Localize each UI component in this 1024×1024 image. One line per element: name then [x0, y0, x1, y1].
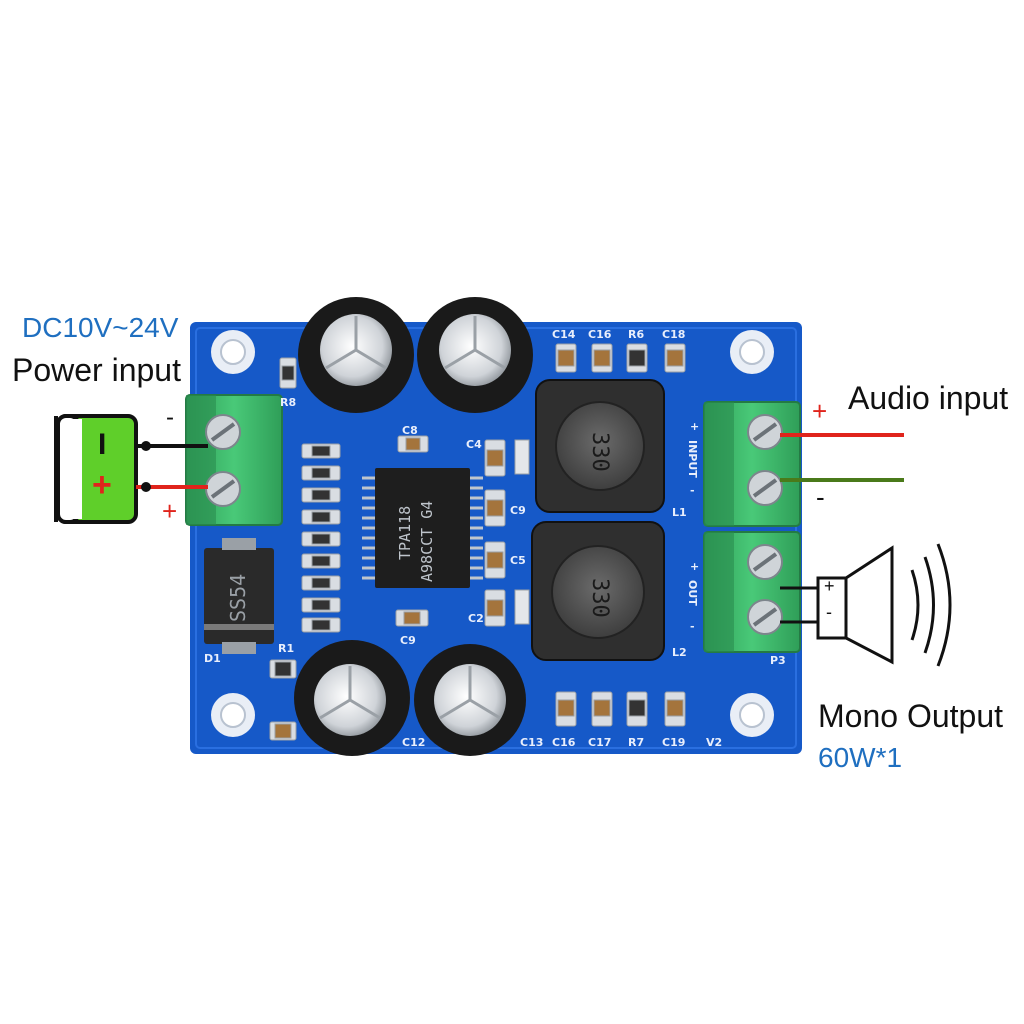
power-voltage-label: DC10V~24V	[22, 312, 179, 343]
silk-d1: D1	[204, 652, 221, 665]
silk-c16-top: C16	[588, 328, 612, 341]
battery-minus-sign: I	[98, 428, 107, 461]
silk-p3: P3	[770, 654, 786, 667]
mono-output-label: Mono Output	[818, 698, 1003, 734]
chip-marking-line2: A98CCT G4	[418, 500, 436, 582]
audio-input-wires	[780, 433, 904, 482]
silk-c17: C17	[588, 736, 612, 749]
silk-c9-right: C9	[510, 504, 526, 517]
inductor-bottom	[531, 521, 665, 661]
chip-marking-line1: TPA118	[396, 505, 414, 560]
mounting-hole	[730, 693, 774, 737]
silk-c18: C18	[662, 328, 686, 341]
battery-plus-sign: +	[92, 466, 112, 504]
smd-capacitors	[484, 439, 530, 627]
speaker-output-terminal	[703, 531, 801, 653]
smd-cap-row-top	[555, 343, 686, 373]
silk-r7: R7	[628, 736, 645, 749]
silk-l2: L2	[672, 646, 687, 659]
mounting-hole	[730, 330, 774, 374]
output-power-label: 60W*1	[818, 742, 903, 773]
silk-in-minus: -	[690, 484, 695, 497]
power-input-label: Power input	[12, 352, 181, 388]
silk-out-minus: -	[690, 620, 695, 633]
silk-in-plus: +	[690, 420, 700, 433]
mounting-hole	[211, 330, 255, 374]
mounting-hole	[211, 693, 255, 737]
silk-v2: V2	[706, 736, 723, 749]
audio-input-terminal	[703, 401, 801, 527]
speaker-icon	[780, 545, 894, 665]
silk-r6: R6	[628, 328, 645, 341]
speaker-plus-sign: +	[824, 576, 835, 596]
sound-waves-icon	[910, 543, 952, 667]
silk-l1: L1	[672, 506, 687, 519]
smd-cap-row-bottom	[269, 659, 686, 741]
silk-input: INPUT	[686, 440, 699, 478]
silk-out-plus: +	[690, 560, 700, 573]
audio-minus-sign: -	[816, 482, 825, 512]
silk-c13: C13	[520, 736, 544, 749]
silk-c8: C8	[402, 424, 418, 437]
audio-plus-sign: +	[812, 396, 828, 426]
amplifier-ic-chip	[362, 468, 483, 588]
inductor-top-marking: 330	[587, 432, 612, 472]
silk-c12: C12	[402, 736, 426, 749]
audio-input-label: Audio input	[848, 380, 1009, 416]
electrolytic-capacitor	[298, 297, 414, 413]
diode-ss54	[204, 538, 274, 654]
electrolytic-capacitor	[417, 297, 533, 413]
silk-c2: C2	[468, 612, 484, 625]
silk-c5: C5	[510, 554, 526, 567]
inductor-bottom-marking: 330	[587, 578, 612, 618]
silk-c9-bottom: C9	[400, 634, 416, 647]
electrolytic-capacitor	[414, 644, 526, 756]
wire-plus-sign: +	[162, 496, 178, 526]
diode-marking: SS54	[226, 573, 250, 622]
silk-r8: R8	[280, 396, 297, 409]
silk-r1: R1	[278, 642, 295, 655]
wire-minus-sign: -	[166, 404, 174, 431]
power-wires	[136, 441, 208, 492]
silk-c16-bottom: C16	[552, 736, 576, 749]
smd-resistor-array	[279, 357, 429, 633]
silk-c19: C19	[662, 736, 686, 749]
speaker-minus-sign: -	[826, 602, 832, 622]
silk-c14: C14	[552, 328, 576, 341]
inductor-top	[535, 379, 665, 513]
silk-c4: C4	[466, 438, 482, 451]
electrolytic-capacitor	[294, 640, 410, 756]
silk-out: OUT	[686, 580, 699, 606]
power-terminal-block	[185, 394, 283, 526]
battery-icon	[54, 414, 138, 524]
